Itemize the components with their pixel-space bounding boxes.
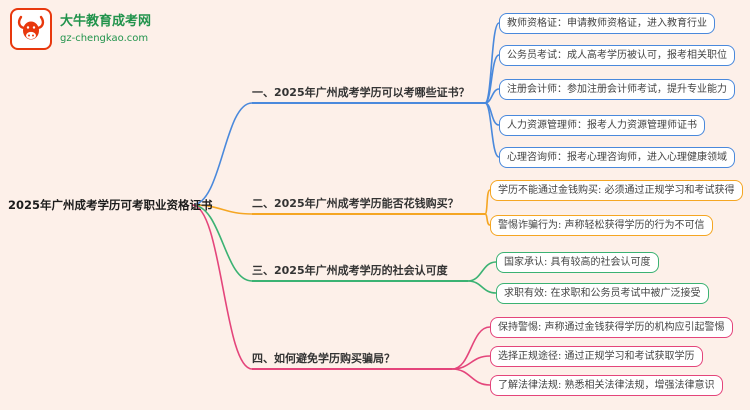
- connector-leaf: [484, 102, 500, 158]
- leaf-node: 了解法律法规: 熟悉相关法律法规，增强法律意识: [490, 375, 723, 396]
- branch-3-title: 三、2025年广州成考学历的社会认可度: [252, 264, 468, 282]
- leaf-node: 学历不能通过金钱购买: 必须通过正规学习和考试获得: [490, 180, 743, 201]
- connector-leaf: [484, 88, 500, 104]
- leaf-node: 人力资源管理师：报考人力资源管理师证书: [499, 115, 705, 136]
- leaf-node: 公务员考试：成人高考学历被认可，报考相关职位: [499, 45, 735, 66]
- connector-root-branch-1: [191, 102, 253, 206]
- logo-text-block: 大牛教育成考网 gz-chengkao.com: [60, 14, 151, 45]
- logo-title: 大牛教育成考网: [60, 13, 152, 29]
- connector-leaf: [451, 326, 491, 370]
- connector-leaf: [484, 22, 500, 104]
- branch-1-title: 一、2025年广州成考学历可以考哪些证书？: [252, 86, 485, 104]
- branch-4-title: 四、如何避免学历购买骗局？: [252, 352, 452, 370]
- bull-icon: [17, 15, 45, 40]
- connector-leaf: [484, 54, 500, 104]
- connector-root-branch-3: [191, 204, 253, 282]
- leaf-node: 保持警惕: 声称通过金钱获得学历的机构应引起警惕: [490, 317, 733, 338]
- leaf-node: 教师资格证：申请教师资格证，进入教育行业: [499, 13, 715, 34]
- site-logo[interactable]: 大牛教育成考网 gz-chengkao.com: [10, 8, 151, 50]
- leaf-node: 国家承认: 具有较高的社会认可度: [496, 252, 659, 273]
- logo-url: gz-chengkao.com: [60, 32, 149, 44]
- connector-root-branch-4: [191, 204, 253, 370]
- connector-leaf: [451, 368, 491, 386]
- leaf-node: 心理咨询师：报考心理咨询师，进入心理健康领域: [499, 147, 735, 168]
- connector-leaf: [451, 355, 491, 370]
- root-node: 2025年广州成考学历可考职业资格证书: [8, 198, 213, 212]
- bull-logo-icon: [10, 8, 52, 50]
- branch-2-title: 二、2025年广州成考学历能否花钱购买？: [252, 197, 485, 215]
- connector-leaf: [484, 102, 500, 126]
- leaf-node: 注册会计师：参加注册会计师考试，提升专业能力: [499, 79, 735, 100]
- leaf-node: 选择正规途径: 通过正规学习和考试获取学历: [490, 346, 703, 367]
- leaf-node: 求职有效: 在求职和公务员考试中被广泛接受: [496, 283, 709, 304]
- leaf-node: 警惕诈骗行为: 声称轻松获得学历的行为不可信: [490, 215, 713, 236]
- connector-leaf: [467, 261, 497, 282]
- connector-leaf: [467, 280, 497, 294]
